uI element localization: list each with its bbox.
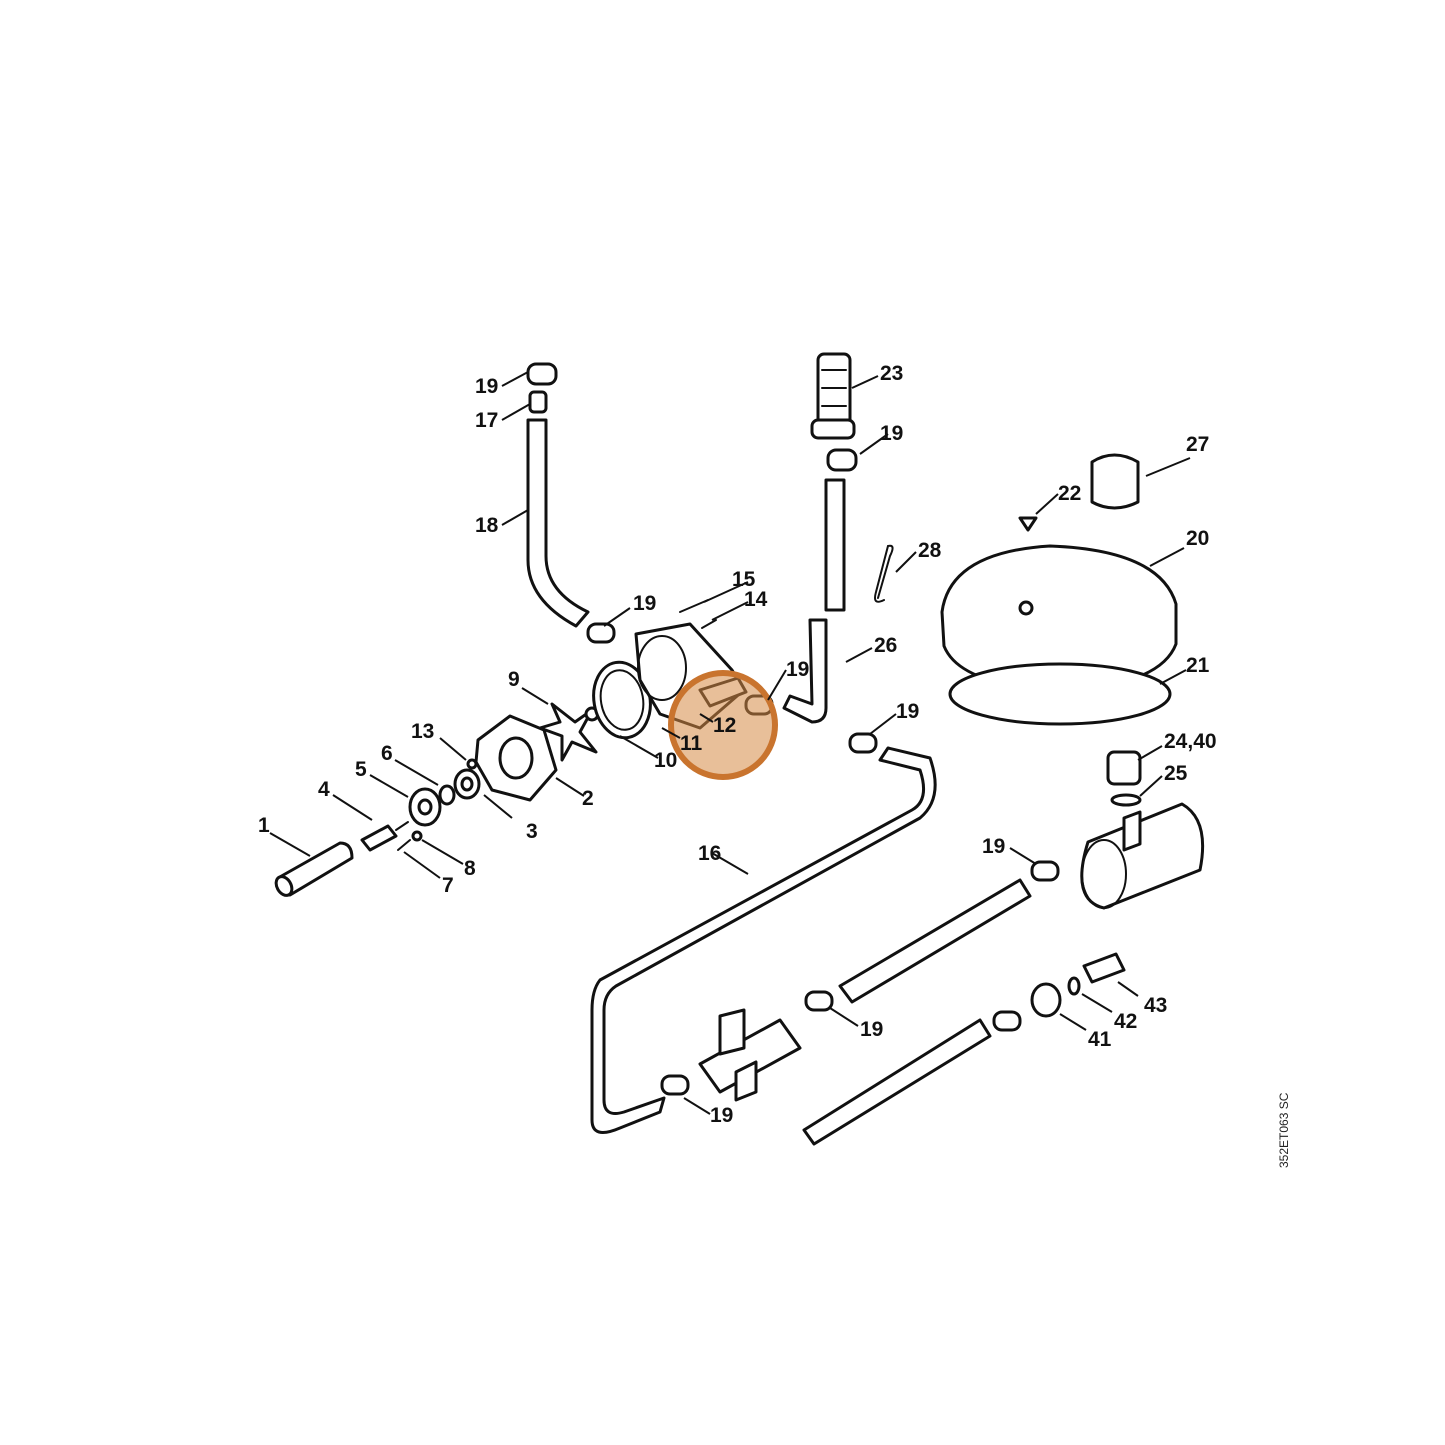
- part-19-clamp-f[interactable]: [1030, 860, 1060, 882]
- part-41-nut[interactable]: [1030, 982, 1062, 1018]
- part-19-clamp-h[interactable]: [660, 1074, 690, 1096]
- callout-18[interactable]: 18: [475, 514, 499, 537]
- part-19-clamp-g[interactable]: [804, 990, 834, 1012]
- part-42-o-ring[interactable]: [1067, 976, 1081, 996]
- part-22-valve[interactable]: [1018, 516, 1038, 532]
- callout-23[interactable]: 23: [880, 362, 903, 385]
- part-14-screw[interactable]: [701, 619, 717, 629]
- part-19-clamp-b[interactable]: [826, 448, 858, 472]
- part-27-cap[interactable]: [1090, 453, 1140, 510]
- part-outlet-fitting[interactable]: [1080, 802, 1205, 910]
- part-26-hose[interactable]: [782, 478, 846, 724]
- callout-3[interactable]: 3: [526, 820, 538, 843]
- callout-19g[interactable]: 19: [860, 1018, 883, 1041]
- callout-5[interactable]: 5: [355, 758, 367, 781]
- part-1-sleeve[interactable]: [273, 841, 354, 898]
- part-valve-body[interactable]: [698, 1008, 802, 1102]
- callout-4[interactable]: 4: [318, 778, 330, 801]
- part-19-clamp-a[interactable]: [526, 362, 558, 386]
- callout-19a[interactable]: 19: [475, 375, 498, 398]
- callout-19c[interactable]: 19: [880, 422, 903, 445]
- part-17-hose-sleeve[interactable]: [528, 390, 548, 414]
- highlight-ring: [668, 670, 778, 780]
- callout-12[interactable]: 12: [713, 714, 736, 737]
- callout-6[interactable]: 6: [381, 742, 393, 765]
- part-19-clamp-c[interactable]: [586, 622, 616, 644]
- callout-43[interactable]: 43: [1144, 994, 1167, 1017]
- callout-9[interactable]: 9: [508, 668, 520, 691]
- part-6-ring[interactable]: [438, 784, 456, 806]
- callout-15[interactable]: 15: [732, 568, 756, 591]
- part-19-clamp-i[interactable]: [992, 1010, 1022, 1032]
- callout-1[interactable]: 1: [258, 814, 270, 837]
- callout-28[interactable]: 28: [918, 539, 942, 562]
- callout-16[interactable]: 16: [698, 842, 721, 865]
- leader-lines: [269, 371, 1191, 1115]
- part-15-screw[interactable]: [679, 599, 709, 613]
- callout-2[interactable]: 2: [582, 787, 594, 810]
- part-43-nipple[interactable]: [1082, 952, 1126, 984]
- callout-22[interactable]: 22: [1058, 482, 1081, 505]
- callout-19e[interactable]: 19: [896, 700, 919, 723]
- part-21-gasket[interactable]: [948, 662, 1172, 726]
- part-3-seal[interactable]: [453, 768, 481, 800]
- callout-25[interactable]: 25: [1164, 762, 1188, 785]
- part-lower-hose-upper[interactable]: [838, 878, 1032, 1004]
- callout-24-40[interactable]: 24,40: [1164, 730, 1217, 753]
- callout-41[interactable]: 41: [1088, 1028, 1112, 1051]
- part-2-flange[interactable]: [474, 714, 558, 802]
- part-lower-hose-lower[interactable]: [802, 1018, 992, 1146]
- callout-19d[interactable]: 19: [786, 658, 809, 681]
- callout-21[interactable]: 21: [1186, 654, 1210, 677]
- callout-19f[interactable]: 19: [982, 835, 1005, 858]
- callout-27[interactable]: 27: [1186, 433, 1209, 456]
- callout-14[interactable]: 14: [744, 588, 768, 611]
- callout-11[interactable]: 11: [680, 732, 703, 755]
- callout-8[interactable]: 8: [464, 857, 476, 880]
- part-25-seal[interactable]: [1110, 793, 1142, 807]
- callout-13[interactable]: 13: [411, 720, 434, 743]
- callout-42[interactable]: 42: [1114, 1010, 1137, 1033]
- part-23-strainer[interactable]: [810, 352, 856, 440]
- part-16-long-hose[interactable]: [590, 746, 937, 1134]
- callout-19b[interactable]: 19: [633, 592, 656, 615]
- part-28-clip[interactable]: [874, 544, 894, 603]
- reference-code: 352ET063 SC: [1277, 1092, 1291, 1168]
- callout-17[interactable]: 17: [475, 409, 498, 432]
- callout-7[interactable]: 7: [442, 874, 454, 897]
- part-19-clamp-e[interactable]: [848, 732, 878, 754]
- part-24-40-knob[interactable]: [1106, 750, 1142, 786]
- callout-26[interactable]: 26: [874, 634, 897, 657]
- part-8-washer[interactable]: [411, 830, 423, 842]
- callout-20[interactable]: 20: [1186, 527, 1209, 550]
- callout-10[interactable]: 10: [654, 749, 677, 772]
- part-4-shaft[interactable]: [360, 821, 409, 852]
- part-7-screw[interactable]: [397, 839, 411, 851]
- part-5-bearing[interactable]: [408, 787, 442, 827]
- callout-19h[interactable]: 19: [710, 1104, 733, 1127]
- part-18-hose[interactable]: [526, 418, 590, 628]
- callout-labels: 1 2 3 4 5 6 7 8 9 10 11 12 13 14 15 16 1…: [258, 362, 1217, 1127]
